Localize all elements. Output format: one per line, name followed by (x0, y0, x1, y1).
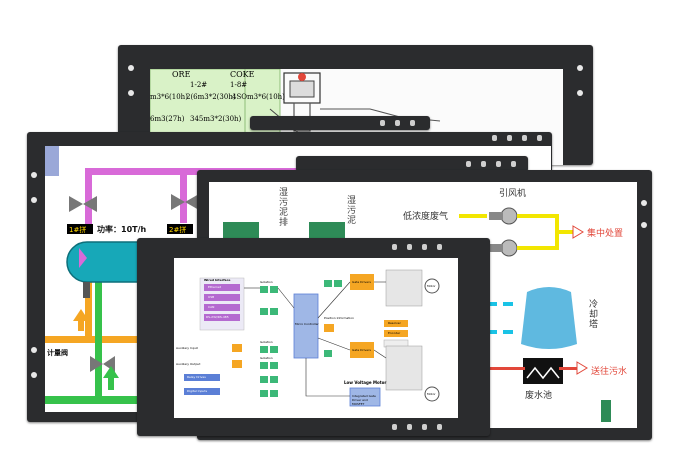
digital-inputs: Digital Inputs (187, 389, 208, 393)
mount-slot (410, 120, 415, 126)
mount-hole (128, 90, 134, 96)
row2: 6m3(27h) (150, 115, 185, 123)
mount-slot (380, 120, 385, 126)
col-b: 1-8# (230, 81, 248, 89)
wired-interface: Wired Interface (204, 278, 231, 282)
ethernet: Ethernet (208, 285, 221, 289)
aux-output: Auxiliary Output (176, 362, 201, 366)
tag-2: 2#拼 (169, 226, 187, 234)
mount-slot (492, 135, 497, 141)
mount-slot (522, 135, 527, 141)
mount-hole (31, 172, 37, 178)
mount-hole (31, 372, 37, 378)
micro-controller: Micro Controller (295, 322, 319, 326)
mount-slot (422, 424, 427, 430)
mount-slot (511, 161, 516, 167)
screen-motor-block: Wired Interface Ethernet USB CAN RS-232/… (174, 258, 458, 418)
motor-bottom: Motor (427, 392, 436, 396)
mount-slot (422, 244, 427, 250)
mount-slot (392, 424, 397, 430)
mount-slot (481, 161, 486, 167)
mount-hole (577, 90, 583, 96)
mount-hole (31, 347, 37, 353)
mount-slot (496, 161, 501, 167)
isolation-2: Isolation (260, 340, 273, 344)
integrated-driver: Integrated Gate Driver and MOSFET (352, 394, 376, 406)
ore-header: ORE (172, 70, 191, 79)
isolation-3: Isolation (260, 356, 273, 360)
aux-input: Auxiliary Input (176, 346, 198, 350)
mount-slot (466, 161, 471, 167)
gate-drivers-bottom: Gate Drivers (352, 348, 371, 352)
mount-slot (407, 424, 412, 430)
coke-header: COKE (230, 70, 255, 79)
mount-hole (641, 200, 647, 206)
pool-label: 废水池 (525, 391, 553, 401)
rs-interface: RS-232/RS-485 (206, 315, 229, 319)
tower-label: 冷却塔 (589, 300, 599, 330)
meter-label: 计量阀 (47, 349, 68, 357)
mount-slot (395, 120, 400, 126)
mount-slot (437, 244, 442, 250)
low-voltage-motor: Low Voltage Motor (344, 380, 387, 385)
mount-hole (641, 222, 647, 228)
mount-hole (31, 197, 37, 203)
motor-block-diagram (184, 269, 440, 407)
mount-slot (392, 244, 397, 250)
mount-slot (407, 244, 412, 250)
label-col1: 湿污泥排 (279, 188, 289, 228)
motor-top: Motor (427, 284, 436, 288)
monitor-strip-top (250, 116, 430, 130)
row2-b: 345m3*2(30h) (190, 115, 242, 123)
resolver: Resolver (388, 321, 401, 325)
gas-label: 低浓度废气 (403, 212, 449, 222)
usb: USB (208, 295, 215, 299)
mount-slot (537, 135, 542, 141)
power-label: 功率：10T/h (97, 225, 147, 234)
row1-b: 2(6m3*2(30h) (186, 93, 236, 101)
label-col2: 湿污泥 (347, 196, 357, 226)
mount-hole (128, 65, 134, 71)
isolation-1: Isolation (260, 280, 273, 284)
relay-drives: Relay Drives (187, 375, 206, 379)
mount-slot (437, 424, 442, 430)
monitor-strip (296, 156, 528, 172)
mount-slot (507, 135, 512, 141)
row1: m3*6(10h) (150, 93, 188, 101)
transport-label: 送往污水 (591, 367, 628, 377)
mount-hole (577, 65, 583, 71)
can: CAN (208, 305, 215, 309)
monitor-front: Wired Interface Ethernet USB CAN RS-232/… (137, 238, 490, 436)
encoder: Encoder (388, 331, 401, 335)
collect-label: 集中处置 (587, 229, 624, 239)
col-a: 1-2# (190, 81, 208, 89)
gate-drivers-top: Gate Drivers (352, 280, 371, 284)
fan-label: 引风机 (499, 189, 527, 199)
row1-c: 4SOm3*6(10h) (232, 93, 285, 101)
position-information: Position Information (324, 316, 354, 320)
tag-1: 1#拼 (69, 226, 87, 234)
